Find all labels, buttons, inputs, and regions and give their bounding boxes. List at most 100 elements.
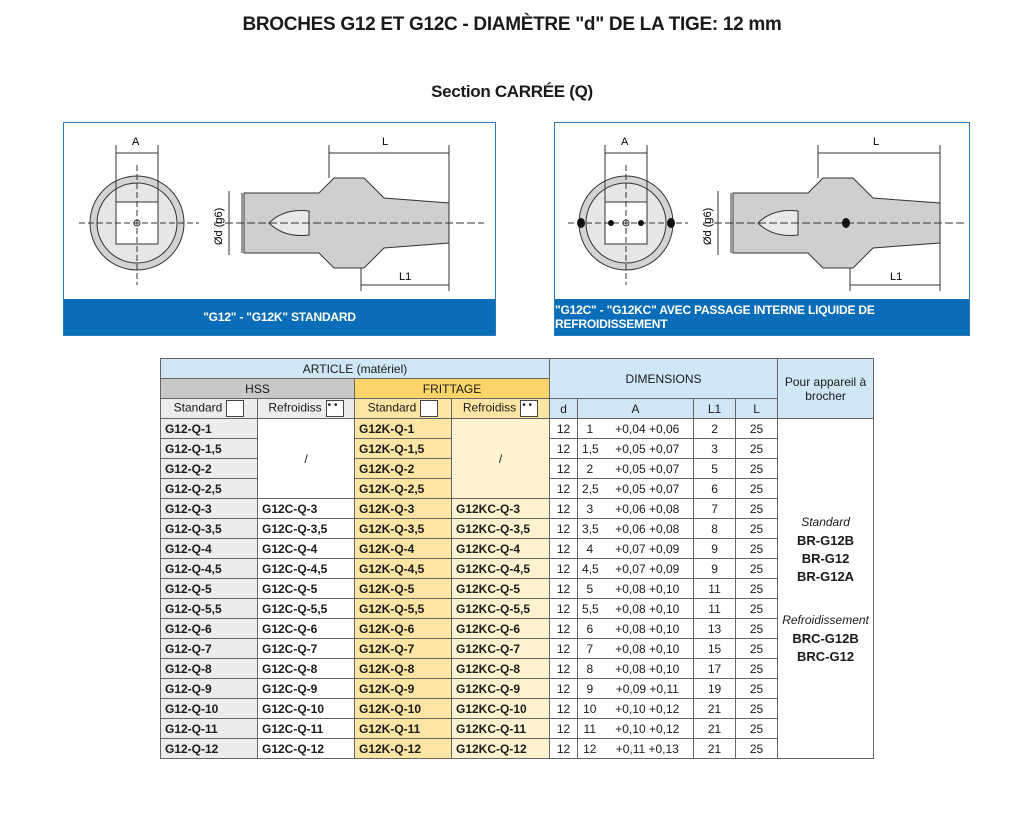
cell-a: 9 [577, 678, 602, 699]
cell-hss-standard: G12-Q-10 [160, 698, 258, 719]
cell-fr-standard: G12K-Q-5,5 [354, 598, 452, 619]
cell-d: 12 [549, 638, 579, 659]
cell-tolerance: +0,05 +0,07 [601, 458, 695, 479]
cell-l: 25 [735, 558, 779, 579]
cell-hss-standard: G12-Q-5 [160, 578, 258, 599]
cell-a: 1 [577, 418, 602, 439]
cell-l: 25 [735, 518, 779, 539]
cell-fr-cooling: G12KC-Q-10 [450, 698, 551, 719]
cell-l1: 15 [693, 638, 737, 659]
cell-d: 12 [549, 558, 579, 579]
cell-l1: 13 [693, 618, 737, 639]
cell-hss-cooling: G12C-Q-7 [257, 638, 355, 659]
cell-l: 25 [735, 538, 779, 559]
cell-a: 5 [577, 578, 602, 599]
cell-l: 25 [735, 658, 779, 679]
cell-hss-standard: G12-Q-1,5 [160, 438, 258, 459]
cell-l1: 3 [693, 438, 737, 459]
cell-a: 4 [577, 538, 602, 559]
cell-tolerance: +0,06 +0,08 [601, 498, 695, 519]
cell-fr-cooling: G12KC-Q-3 [450, 498, 551, 519]
cell-fr-cooling: G12KC-Q-4 [450, 538, 551, 559]
cell-tolerance: +0,09 +0,11 [601, 678, 695, 699]
cell-fr-cooling: G12KC-Q-6 [450, 618, 551, 639]
cell-l1: 19 [693, 678, 737, 699]
cell-fr-standard: G12K-Q-1,5 [354, 438, 452, 459]
cell-hss-standard: G12-Q-8 [160, 658, 258, 679]
cell-a: 8 [577, 658, 602, 679]
cell-d: 12 [549, 678, 579, 699]
cell-tolerance: +0,08 +0,10 [601, 578, 695, 599]
label-d-right: Ød (g6) [702, 208, 714, 245]
cell-l: 25 [735, 578, 779, 599]
drawing-cooling: A L L1 Ød (g6) [568, 136, 965, 291]
cell-hss-standard: G12-Q-4 [160, 538, 258, 559]
col-a: A [577, 398, 695, 419]
subheader-hss-refroid: Refroidiss [257, 398, 355, 419]
cell-hss-standard: G12-Q-3 [160, 498, 258, 519]
cell-d: 12 [549, 458, 579, 479]
cell-a: 2,5 [577, 478, 602, 499]
cell-l1: 21 [693, 718, 737, 739]
cell-l1: 2 [693, 418, 737, 439]
cell-d: 12 [549, 718, 579, 739]
cell-a: 6 [577, 618, 602, 639]
appareil-standard-label: Standard [801, 514, 850, 529]
cell-d: 12 [549, 478, 579, 499]
cell-tolerance: +0,08 +0,10 [601, 638, 695, 659]
cell-a: 11 [577, 718, 602, 739]
cell-fr-standard: G12K-Q-3,5 [354, 518, 452, 539]
cell-tolerance: +0,06 +0,08 [601, 518, 695, 539]
cell-hss-cooling: G12C-Q-5 [257, 578, 355, 599]
col-l: L [735, 398, 779, 419]
spec-table: ARTICLE (matériel) DIMENSIONS Pour appar… [159, 358, 875, 759]
cell-a: 12 [577, 738, 602, 759]
cell-tolerance: +0,11 +0,13 [601, 738, 695, 759]
header-frittage: FRITTAGE [353, 378, 551, 399]
cell-tolerance: +0,05 +0,07 [601, 438, 695, 459]
cell-fr-cooling-na: / [450, 418, 551, 499]
cell-hss-cooling: G12C-Q-11 [257, 718, 355, 739]
cell-fr-cooling: G12KC-Q-3,5 [450, 518, 551, 539]
cell-fr-cooling: G12KC-Q-12 [450, 738, 551, 759]
cell-hss-cooling: G12C-Q-6 [257, 618, 355, 639]
cell-hss-cooling: G12C-Q-10 [257, 698, 355, 719]
cell-d: 12 [549, 618, 579, 639]
cell-hss-standard: G12-Q-6 [160, 618, 258, 639]
cell-hss-standard: G12-Q-9 [160, 678, 258, 699]
cell-a: 2 [577, 458, 602, 479]
cell-l: 25 [735, 418, 779, 439]
cell-d: 12 [549, 438, 579, 459]
cell-fr-standard: G12K-Q-11 [354, 718, 452, 739]
cell-fr-cooling: G12KC-Q-5,5 [450, 598, 551, 619]
cell-fr-standard: G12K-Q-2,5 [354, 478, 452, 499]
cell-hss-standard: G12-Q-2 [160, 458, 258, 479]
page-title: BROCHES G12 ET G12C - DIAMÈTRE "d" DE LA… [242, 14, 782, 35]
cell-hss-standard: G12-Q-3,5 [160, 518, 258, 539]
cell-tolerance: +0,10 +0,12 [601, 698, 695, 719]
cell-tolerance: +0,05 +0,07 [601, 478, 695, 499]
box-standard-icon [226, 400, 245, 417]
cell-tolerance: +0,08 +0,10 [601, 658, 695, 679]
cell-l: 25 [735, 638, 779, 659]
subheader-hss-standard: Standard [160, 398, 258, 419]
cell-fr-cooling: G12KC-Q-4,5 [450, 558, 551, 579]
cell-tolerance: +0,08 +0,10 [601, 598, 695, 619]
cell-l1: 6 [693, 478, 737, 499]
appareil-standard-model: BR-G12 [801, 550, 850, 566]
cell-hss-cooling: G12C-Q-8 [257, 658, 355, 679]
header-article: ARTICLE (matériel) [159, 358, 551, 379]
cell-l: 25 [735, 498, 779, 519]
cell-fr-cooling: G12KC-Q-7 [450, 638, 551, 659]
cell-l1: 9 [693, 538, 737, 559]
